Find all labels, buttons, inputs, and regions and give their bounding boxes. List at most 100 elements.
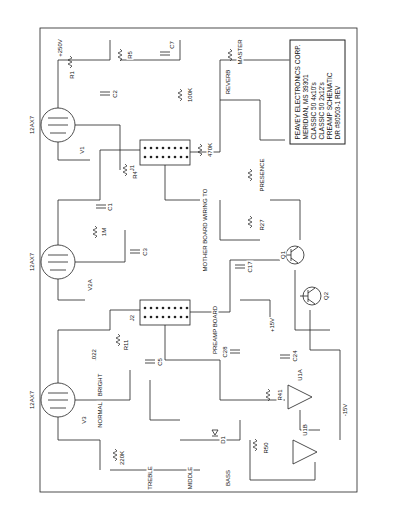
resistor-symbol [113, 449, 117, 461]
resistor-symbol [228, 49, 232, 61]
title-text: PREAMP SCHEMATIC [326, 44, 334, 139]
resistor-symbol [198, 144, 202, 156]
title-text: CLASSIC 50 2x12's [318, 44, 326, 139]
pin-dot [156, 316, 159, 319]
resistor-symbol [178, 89, 182, 101]
part-label: TREBLE [147, 465, 154, 490]
pin-dot [156, 307, 159, 310]
pin-dot [162, 316, 165, 319]
part-label: 100K [187, 87, 194, 103]
part-label: NORMAL [97, 401, 104, 429]
part-label: +15V [269, 317, 276, 333]
transistor-symbol [283, 246, 321, 305]
pin-dot [150, 156, 153, 159]
pin-dot [168, 156, 171, 159]
pin-dot [144, 316, 147, 319]
pin-dot [156, 156, 159, 159]
pin-dot [186, 147, 189, 150]
opamp-symbol [288, 385, 317, 464]
part-label: .022 [91, 348, 98, 362]
pin-dot [144, 156, 147, 159]
part-label: 12AX7 [29, 115, 36, 135]
pin-dot [150, 307, 153, 310]
part-label: R50 [263, 441, 270, 454]
pin-dot [150, 316, 153, 319]
part-label: R27 [259, 218, 266, 231]
part-label: J1 [129, 164, 136, 172]
part-label: C3 [142, 247, 149, 257]
resistor-symbol [248, 169, 252, 181]
part-label: R5 [127, 50, 134, 60]
part-label: C2 [112, 89, 119, 99]
part-label: PRESENCE [259, 157, 266, 192]
part-label: -15V [342, 403, 349, 418]
wire [58, 40, 340, 480]
title-text: MERIDIAN, MS 39301 [302, 44, 310, 139]
resistor-symbol [93, 226, 97, 238]
part-label: C24 [292, 349, 299, 362]
resistor-symbol [68, 56, 72, 68]
pin-dot [144, 147, 147, 150]
part-label: MOTHER BOARD WIRING TO [202, 188, 209, 273]
pin-dot [168, 316, 171, 319]
pin-dot [150, 147, 153, 150]
pin-dot [174, 147, 177, 150]
pin-dot [186, 156, 189, 159]
resistor-symbol [123, 164, 127, 176]
part-label: +250V [57, 38, 64, 58]
part-label: 220K [119, 450, 126, 466]
part-label: MASTER [237, 38, 244, 65]
part-label: 470K [207, 142, 214, 158]
title-text: DR #80503-1 REV [334, 44, 342, 139]
part-label: U1A [297, 368, 304, 382]
pin-dot [168, 307, 171, 310]
part-label: C7 [169, 40, 176, 50]
pin-dot [162, 147, 165, 150]
resistor-group [68, 49, 270, 461]
pin-dot [180, 147, 183, 150]
part-label: C17 [247, 260, 254, 273]
part-label: BRIGHT [97, 373, 104, 398]
part-label: R11 [123, 339, 130, 352]
part-label: 12AX7 [29, 252, 36, 272]
pin-dot [162, 307, 165, 310]
part-label: Q2 [323, 291, 330, 301]
part-label: C1 [107, 202, 114, 212]
part-label: R1 [69, 70, 76, 80]
part-label: REVERB [225, 69, 232, 96]
pin-dot [174, 307, 177, 310]
pin-dot [186, 316, 189, 319]
part-label: V2A [87, 278, 94, 291]
title-text: CLASSIC 50 4x10's [310, 44, 318, 139]
resistor-symbol [116, 334, 120, 346]
pin-dot [174, 156, 177, 159]
part-label: Q1 [280, 250, 287, 260]
pin-dot [180, 307, 183, 310]
part-label: R41 [277, 388, 284, 401]
title-block: PEAVEY ELECTRONICS CORP.MERIDIAN, MS 393… [290, 39, 346, 144]
pin-dot [186, 307, 189, 310]
part-label: D1 [220, 435, 227, 445]
part-label: U1B [302, 423, 309, 437]
resistor-symbol [118, 49, 122, 61]
part-label: J2 [129, 314, 136, 322]
part-label: V3 [81, 415, 88, 424]
sheet-border [40, 28, 357, 492]
pin-dot [162, 156, 165, 159]
capacitor-symbol [96, 52, 290, 363]
resistor-symbol [248, 216, 252, 228]
pin-dot [168, 147, 171, 150]
resistor-symbol [253, 439, 257, 451]
pin-group [144, 147, 189, 319]
pin-dot [156, 147, 159, 150]
resistor-symbol [266, 389, 270, 401]
part-label: PREAMP BOARD [212, 305, 219, 355]
part-label: 12AX7 [29, 390, 36, 410]
part-label: V1 [79, 145, 86, 154]
part-label: 1M [101, 227, 108, 237]
pin-dot [180, 316, 183, 319]
diode-symbol [212, 430, 218, 436]
part-label: BASS [225, 469, 232, 487]
part-label: MIDDLE [187, 466, 194, 491]
title-text: PEAVEY ELECTRONICS CORP. [294, 44, 302, 139]
